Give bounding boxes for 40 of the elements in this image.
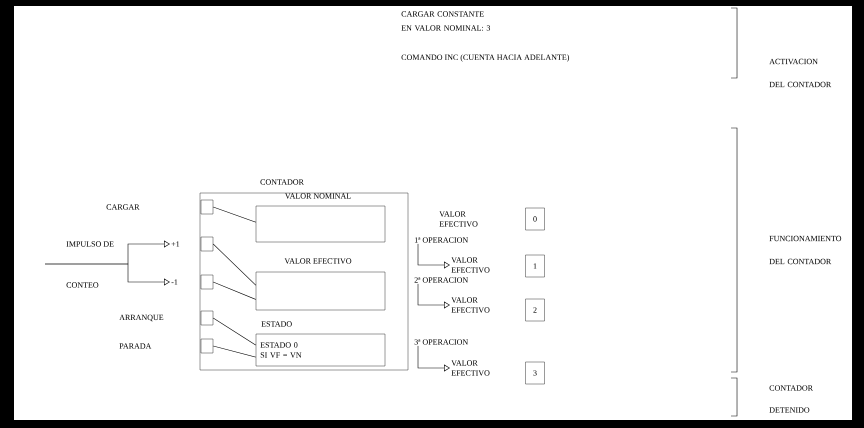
connector xyxy=(212,318,256,346)
input-label: CARGAR xyxy=(106,204,140,210)
value-label: VALOR EFECTIVO xyxy=(451,360,490,376)
node-label: VALOR NOMINAL xyxy=(284,193,351,199)
value-label: VALOR EFECTIVO xyxy=(451,257,490,273)
step-label: 1ª OPERACION xyxy=(414,237,468,243)
note-text: COMANDO INC (CUENTA HACIA ADELANTE) xyxy=(402,54,570,62)
input-square xyxy=(200,338,214,354)
value-label: VALOR EFECTIVO xyxy=(439,211,478,227)
input-label: IMPULSO DE xyxy=(66,241,114,247)
input-label: +1 xyxy=(172,241,180,247)
section-label: CONTADOR DETENIDO xyxy=(769,385,813,413)
value-box: 0 xyxy=(525,208,545,230)
note-text: CARGAR CONSTANTE EN VALOR NOMINAL: 3 xyxy=(401,11,490,31)
step-label: 2ª OPERACION xyxy=(414,277,468,283)
connector xyxy=(212,346,256,358)
connector xyxy=(212,282,256,300)
input-square xyxy=(200,274,214,290)
node-label: ESTADO xyxy=(261,321,292,327)
section-label: FUNCIONAMIENTO DEL CONTADOR xyxy=(769,236,842,264)
connector xyxy=(212,206,256,222)
input-label: -1 xyxy=(172,279,178,285)
register-box: VALOR NOMINAL xyxy=(256,193,386,242)
value-label: VALOR EFECTIVO xyxy=(451,297,490,313)
input-label: ARRANQUE xyxy=(119,314,164,322)
input-square xyxy=(200,310,214,326)
value-box: 2 xyxy=(525,298,545,322)
value-box: 1 xyxy=(525,254,545,278)
connector xyxy=(212,244,256,286)
register-box: ESTADO ESTADO 0 SI VF = VN xyxy=(256,321,386,366)
section-label: ACTIVACION DEL CONTADOR xyxy=(769,58,832,88)
node-label: VALOR EFECTIVO xyxy=(284,258,352,264)
step-label: 3ª OPERACION xyxy=(414,339,468,345)
input-label: PARADA xyxy=(119,343,152,349)
input-label: CONTEO xyxy=(66,282,98,288)
input-square xyxy=(200,236,214,252)
input-square xyxy=(200,200,214,214)
value-box: 3 xyxy=(525,362,545,384)
node-label: CONTADOR xyxy=(260,179,304,185)
register-box: VALOR EFECTIVO xyxy=(256,258,386,310)
